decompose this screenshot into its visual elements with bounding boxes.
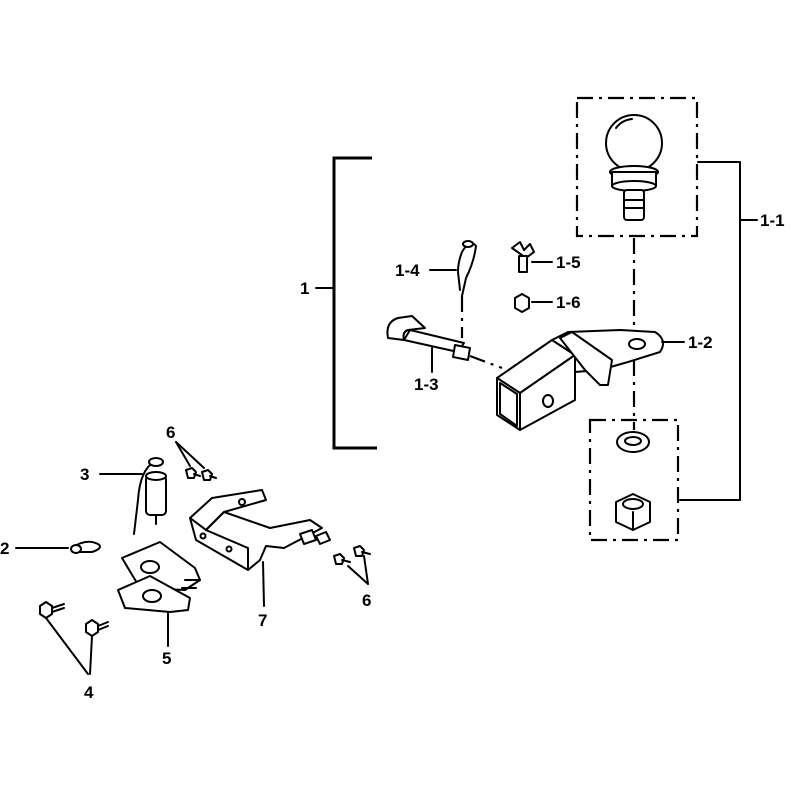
small-nut-icon <box>514 293 530 313</box>
hitch-ball-icon <box>605 114 663 221</box>
leader-6b-1 <box>347 565 369 585</box>
lock-washer-icon <box>616 431 650 453</box>
label-5: 5 <box>162 649 171 668</box>
bolt-icon <box>39 601 109 637</box>
label-1-6: 1-6 <box>556 293 581 312</box>
leader-4-1 <box>45 617 89 675</box>
assembly-bracket-1 <box>315 156 377 450</box>
screw-icon <box>333 545 371 565</box>
label-7: 7 <box>258 611 267 630</box>
hitch-pin-icon <box>386 315 471 361</box>
leader-6b-2 <box>363 555 369 585</box>
assembly-bracket-1-1 <box>679 161 758 501</box>
plate-bracket-icon <box>117 541 201 613</box>
label-1-3: 1-3 <box>414 375 439 394</box>
leader-4-2 <box>89 635 93 675</box>
label-6a: 6 <box>166 423 175 442</box>
hitch-ball-box <box>575 96 699 238</box>
label-1-4: 1-4 <box>395 261 420 280</box>
receiver-drawbar-icon <box>496 329 665 431</box>
label-1-5: 1-5 <box>556 253 581 272</box>
hairpin-clip-icon <box>70 540 101 554</box>
pin-with-bail-icon <box>133 457 167 535</box>
leader-7 <box>262 561 265 607</box>
hex-nut-icon <box>615 493 651 531</box>
screw-icon <box>185 467 217 481</box>
pin-axis <box>469 354 503 370</box>
label-1-1: 1-1 <box>760 211 785 230</box>
leader-6a-2 <box>175 441 205 469</box>
label-2: 2 <box>0 539 9 558</box>
hairpin-clip-icon <box>457 240 477 297</box>
wing-bolt-icon <box>511 241 535 273</box>
label-3: 3 <box>80 465 89 484</box>
label-1: 1 <box>300 279 309 298</box>
mounting-bracket-icon <box>189 489 331 571</box>
label-4: 4 <box>84 683 94 702</box>
label-6b: 6 <box>362 591 371 610</box>
leader-6a-1 <box>175 441 191 467</box>
label-1-2: 1-2 <box>688 333 713 352</box>
washer-nut-box <box>588 418 680 542</box>
